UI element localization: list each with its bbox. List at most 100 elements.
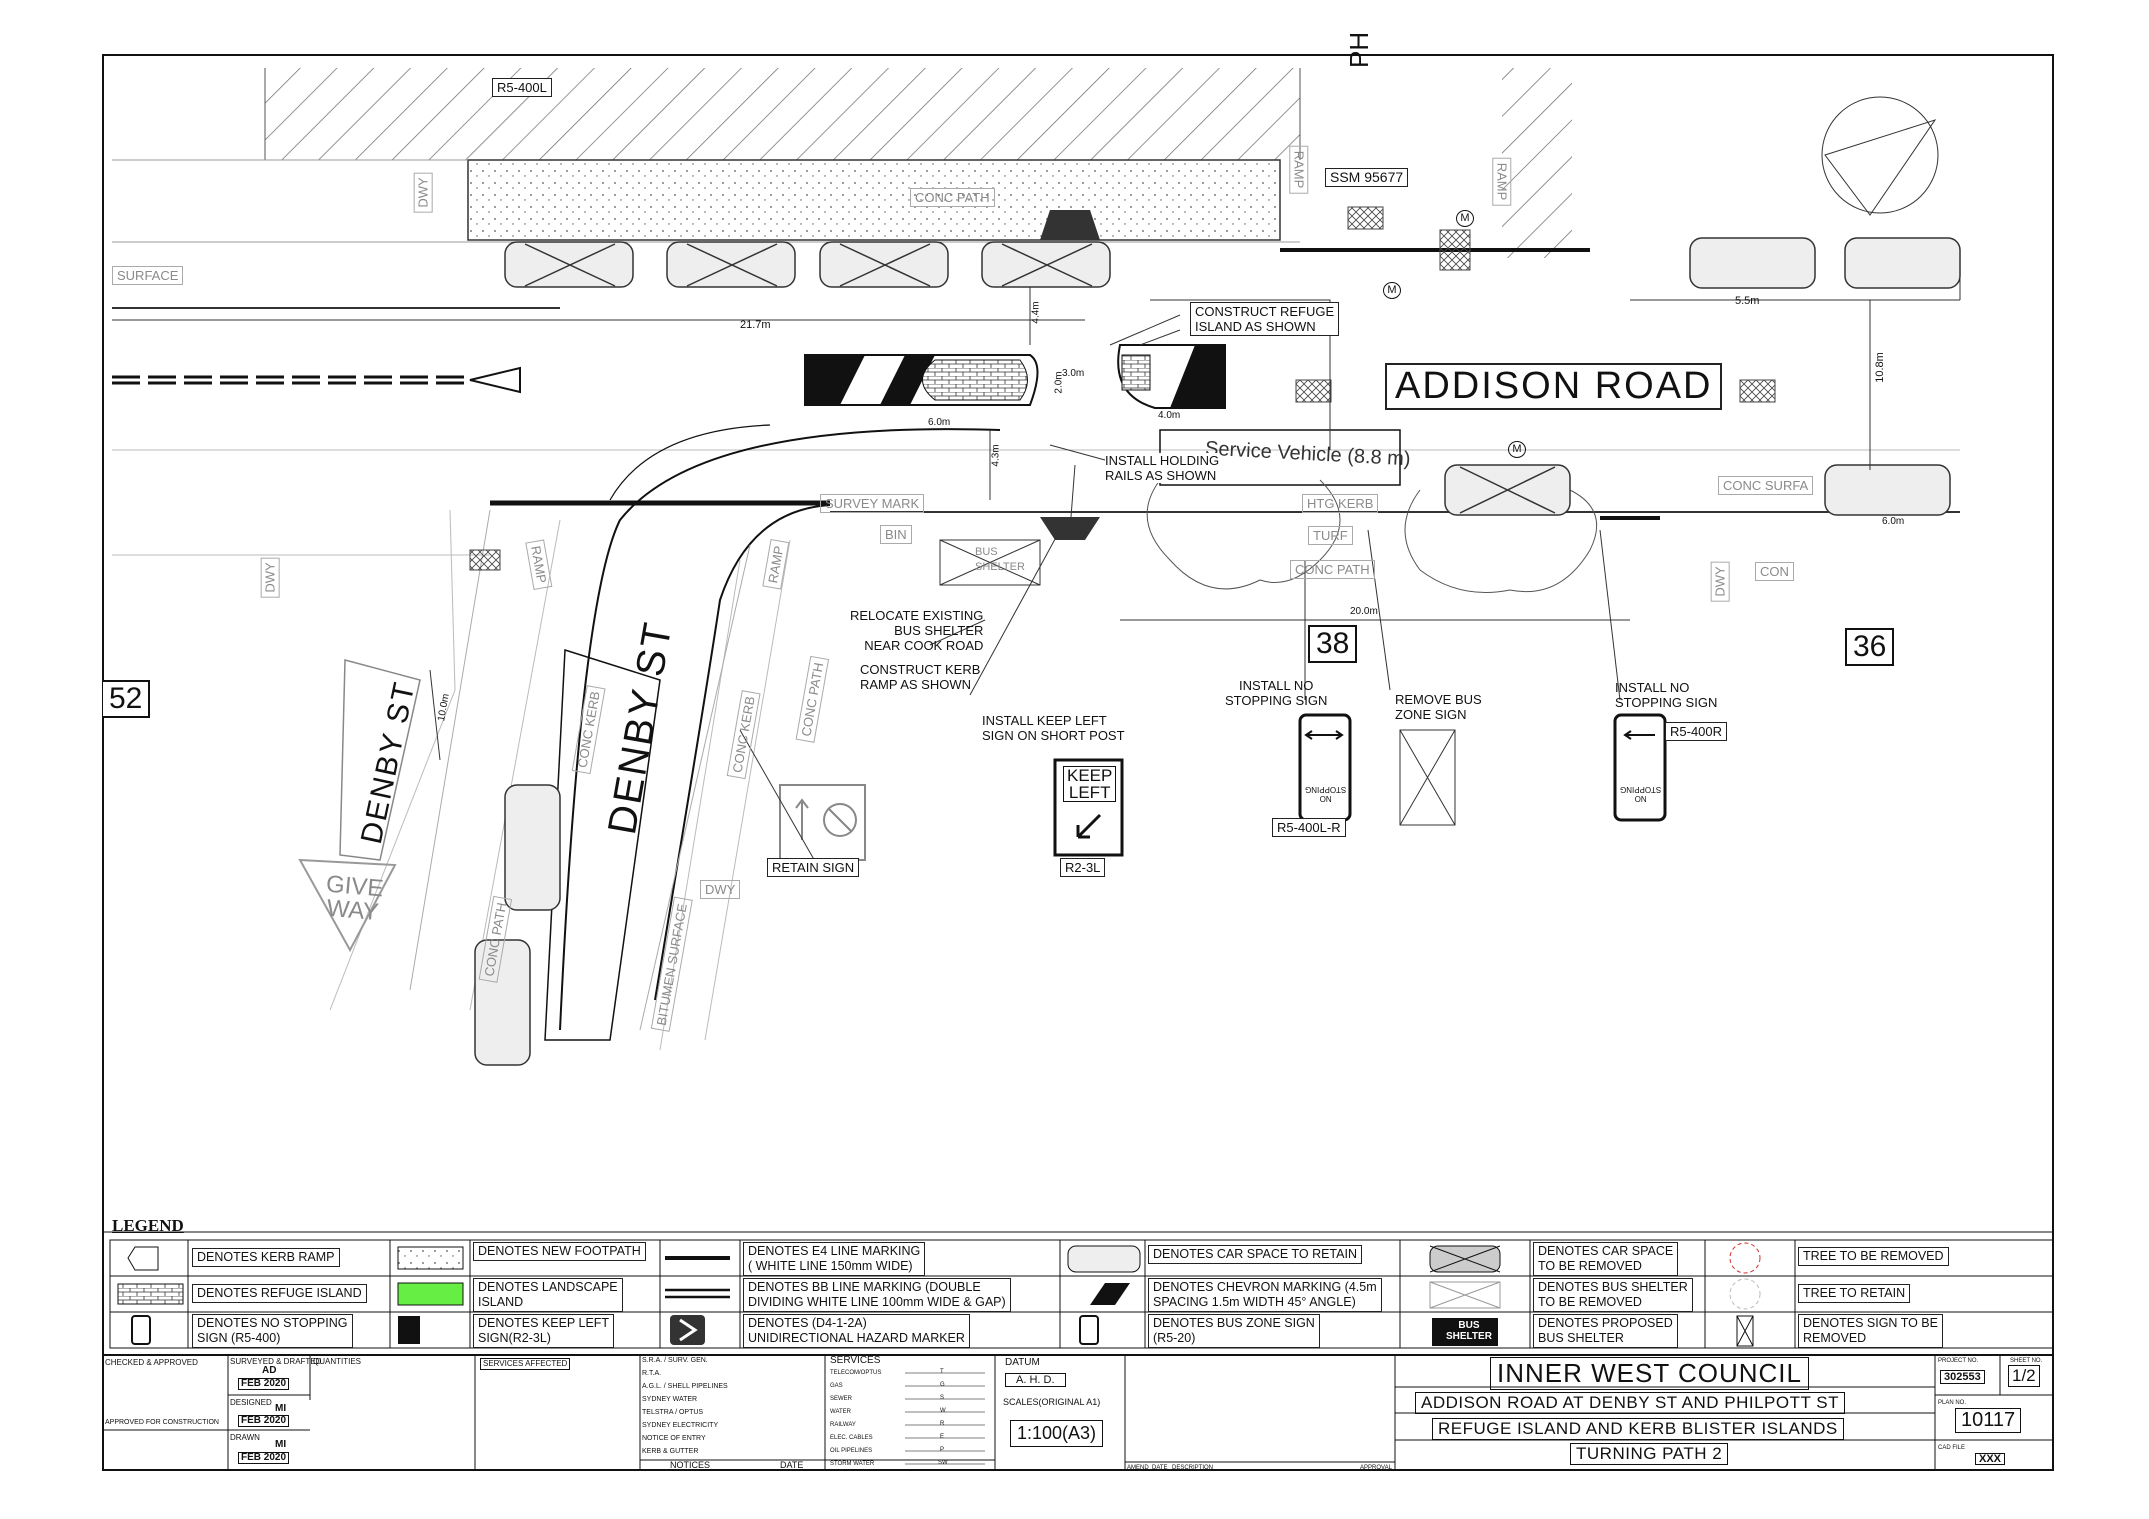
tb-cad-file: XXX <box>1975 1453 2006 1465</box>
tb-notices-label: NOTICES <box>670 1460 711 1470</box>
tb-service-1: GAS <box>830 1383 843 1389</box>
tb-drawn: DRAWN <box>230 1433 260 1442</box>
tb-feb-3: FEB 2020 <box>238 1452 290 1464</box>
dimension-4-4: 4.4m <box>1030 301 1042 324</box>
tb-mi-2: MI <box>275 1439 287 1450</box>
survey-mark-label-2: SURVEY MARK <box>820 494 925 513</box>
tb-title-line-2: REFUGE ISLAND AND KERB BLISTER ISLANDS <box>1432 1418 1844 1440</box>
dimension-6-0b: 6.0m <box>1882 516 1905 527</box>
tb-service-7: STORM WATER <box>830 1461 875 1467</box>
tb-code-4: R <box>940 1421 945 1427</box>
con-label: CON <box>1755 562 1794 581</box>
tb-code-0: T <box>940 1369 944 1375</box>
tb-notice-7: KERB & GUTTER <box>642 1448 699 1455</box>
tb-notice-6: NOTICE OF ENTRY <box>642 1435 706 1442</box>
bus-shelter-existing-label: BUS SHELTER <box>975 546 1025 573</box>
sign-label-r5-400r: R5-400R <box>1665 722 1728 741</box>
tb-code-1: G <box>940 1382 945 1388</box>
legend-sign-remove: DENOTES SIGN TO BE REMOVED <box>1798 1314 1943 1348</box>
tb-approval: APPROVAL <box>1360 1465 1392 1471</box>
tb-service-4: RAILWAY <box>830 1422 856 1428</box>
road-name-addison: ADDISON ROAD <box>1385 363 1723 410</box>
conc-path-label-2: CONC PATH <box>1290 560 1375 579</box>
give-way-marking: GIVE WAY <box>325 870 385 927</box>
marker-m-2: M <box>1456 210 1474 227</box>
dimension-3-0: 3.0m <box>1062 368 1085 379</box>
tb-feb-2: FEB 2020 <box>238 1415 290 1427</box>
sign-label-r5-400l-r: R5-400L-R <box>1272 818 1346 837</box>
tb-project-no: 302553 <box>1940 1370 1985 1384</box>
tb-notice-5: SYDNEY ELECTRICITY <box>642 1422 719 1429</box>
tb-sheet-no-label: SHEET NO. <box>2010 1358 2043 1364</box>
dimension-21-7: 21.7m <box>740 319 771 331</box>
tb-service-2: SEWER <box>830 1396 853 1402</box>
dimension-20-0: 20.0m <box>1350 606 1378 617</box>
legend-e4-line: DENOTES E4 LINE MARKING ( WHITE LINE 150… <box>743 1242 926 1276</box>
tb-date-2: DATE <box>1152 1465 1168 1471</box>
legend-car-remove: DENOTES CAR SPACE TO BE REMOVED <box>1533 1242 1679 1276</box>
tb-notice-2: A.G.L. / SHELL PIPELINES <box>642 1383 728 1390</box>
street-label-ph: PH <box>1344 31 1374 68</box>
dimension-4-0: 4.0m <box>1158 410 1181 421</box>
tb-service-6: OIL PIPELINES <box>830 1448 873 1454</box>
driveway-label-3: DWY <box>260 557 280 598</box>
tb-description: DESCRIPTION <box>1172 1465 1214 1471</box>
legend-bus-zone-sign: DENOTES BUS ZONE SIGN (R5-20) <box>1148 1314 1320 1348</box>
ramp-label-2: RAMP <box>1492 157 1512 206</box>
tb-date-label: DATE <box>780 1460 804 1470</box>
tb-code-7: SW <box>938 1460 948 1466</box>
tb-cad-file-label: CAD FILE <box>1938 1445 1966 1451</box>
tb-plan-no: 10117 <box>1955 1408 2022 1433</box>
tb-scale-value: 1:100(A3) <box>1010 1420 1104 1447</box>
legend-tree-retain: TREE TO RETAIN <box>1798 1284 1911 1303</box>
note-construct-refuge: CONSTRUCT REFUGE ISLAND AS SHOWN <box>1190 302 1340 336</box>
note-construct-kerb-ramp: CONSTRUCT KERB RAMP AS SHOWN <box>860 662 981 692</box>
tb-code-2: S <box>940 1395 945 1401</box>
tb-quantities: QUANTITIES <box>313 1357 362 1366</box>
keep-left-sign-text: KEEP LEFT <box>1063 766 1117 802</box>
dimension-4-3: 4.3m <box>990 444 1002 467</box>
no-stopping-sign-text-2: NO STOPPING <box>1620 785 1662 803</box>
legend-bus-shelter-icon: BUS SHELTER <box>1446 1320 1492 1342</box>
sign-label-r5-400l-top: R5-400L <box>492 78 552 97</box>
tb-services: SERVICES <box>830 1355 881 1366</box>
tb-notice-0: S.R.A. / SURV. GEN. <box>642 1357 708 1364</box>
tb-datum: DATUM <box>1005 1357 1040 1368</box>
ramp-label: RAMP <box>1289 145 1309 194</box>
tb-designed: DESIGNED <box>230 1398 272 1407</box>
surface-label: SURFACE <box>112 266 184 285</box>
note-install-no-stopping-2: INSTALL NO STOPPING SIGN <box>1615 680 1718 710</box>
tb-approved: APPROVED FOR CONSTRUCTION <box>105 1419 219 1426</box>
dimension-5-5: 5.5m <box>1735 295 1760 307</box>
note-remove-bus-zone: REMOVE BUS ZONE SIGN <box>1395 692 1482 722</box>
htg-kerb-label: HTG KERB <box>1302 494 1379 513</box>
tb-notice-1: R.T.A. <box>642 1370 662 1377</box>
survey-mark-label: SSM 95677 <box>1325 168 1409 187</box>
tb-sheet-no: 1/2 <box>2008 1365 2040 1387</box>
tb-code-5: E <box>940 1434 945 1440</box>
driveway-label: DWY <box>413 172 433 213</box>
legend-hazard-marker: DENOTES (D4-1-2A) UNIDIRECTIONAL HAZARD … <box>743 1314 970 1348</box>
dimension-6-0: 6.0m <box>928 417 951 428</box>
note-install-no-stopping-1: INSTALL NO STOPPING SIGN <box>1225 678 1328 708</box>
tb-feb-1: FEB 2020 <box>238 1378 290 1390</box>
house-number-36: 36 <box>1845 628 1895 666</box>
tb-ad: AD <box>262 1365 277 1376</box>
legend-tree-remove: TREE TO BE REMOVED <box>1798 1247 1949 1266</box>
legend-bb-line: DENOTES BB LINE MARKING (DOUBLE DIVIDING… <box>743 1278 1011 1312</box>
tb-surveyed: SURVEYED & DRAFTED <box>230 1357 322 1366</box>
tb-checked: CHECKED & APPROVED <box>105 1358 198 1367</box>
legend-kerb-ramp: DENOTES KERB RAMP <box>192 1248 340 1267</box>
tb-ahd: A. H. D. <box>1005 1373 1066 1387</box>
tb-council-name: INNER WEST COUNCIL <box>1490 1357 1809 1390</box>
legend-refuge-island: DENOTES REFUGE ISLAND <box>192 1284 367 1303</box>
conc-path-label: CONC PATH <box>910 188 995 207</box>
legend-car-retain: DENOTES CAR SPACE TO RETAIN <box>1148 1245 1362 1264</box>
tb-service-0: TELECOM/OPTUS <box>830 1370 882 1376</box>
cars-top <box>474 237 1961 1066</box>
legend-keep-left: DENOTES KEEP LEFT SIGN(R2-3L) <box>473 1314 615 1348</box>
legend-no-stopping: DENOTES NO STOPPING SIGN (R5-400) <box>192 1314 353 1348</box>
tb-services-affected: SERVICES AFFECTED <box>480 1358 571 1370</box>
marker-m-3: M <box>1508 441 1526 458</box>
